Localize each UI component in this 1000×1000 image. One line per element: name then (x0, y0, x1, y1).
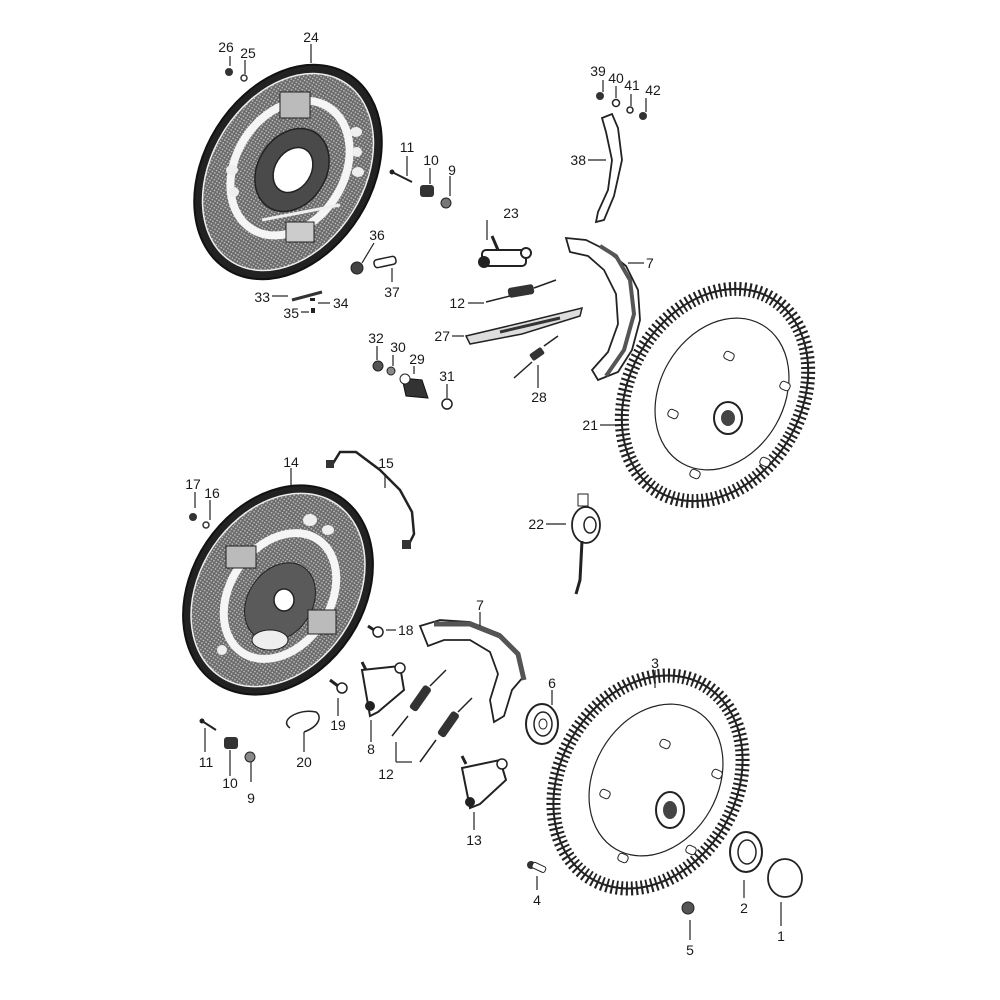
adjuster-bolt-37 (373, 255, 397, 269)
return-springs-12-bottom (391, 669, 473, 763)
label-28: 28 (531, 389, 547, 405)
label-6: 6 (548, 675, 556, 691)
adjuster-nut-36 (350, 261, 364, 275)
lever-arm-38 (594, 112, 623, 224)
backing-plate-top (193, 63, 383, 281)
dust-cap-1 (767, 858, 803, 898)
label-9-top: 9 (448, 162, 456, 178)
label-9-bottom: 9 (247, 790, 255, 806)
bolt-39 (596, 92, 604, 100)
label-38: 38 (570, 152, 586, 168)
wheel-cylinder-13 (460, 755, 508, 810)
bolt-31 (441, 398, 453, 410)
label-34: 34 (333, 295, 349, 311)
label-8: 8 (367, 741, 375, 757)
return-spring-12-top (485, 279, 557, 303)
label-31: 31 (439, 368, 455, 384)
spring-cup-10-bottom (224, 737, 238, 749)
label-37: 37 (384, 284, 400, 300)
rivet-35 (311, 308, 315, 313)
rivet-34 (310, 298, 315, 301)
washer-41 (626, 106, 634, 114)
label-1: 1 (777, 928, 785, 944)
bearing-2 (729, 831, 763, 873)
label-16: 16 (204, 485, 220, 501)
nut-32 (372, 360, 384, 372)
label-12-top: 12 (449, 295, 465, 311)
label-11-bottom: 11 (198, 754, 214, 770)
label-12-bottom: 12 (378, 766, 394, 782)
bolt-4 (527, 861, 547, 873)
label-32: 32 (368, 330, 384, 346)
circlip-20 (286, 710, 320, 733)
label-33: 33 (254, 289, 270, 305)
label-19: 19 (330, 717, 346, 733)
label-22: 22 (528, 516, 544, 532)
washer-9-bottom (244, 751, 256, 763)
clip-33 (291, 290, 323, 302)
wheel-cylinder-8 (360, 661, 406, 718)
washer-25 (240, 74, 248, 82)
label-13: 13 (466, 832, 482, 848)
brake-drum-3 (546, 668, 750, 896)
brake-shoe-7-bottom (418, 619, 527, 724)
label-11-top: 11 (399, 139, 415, 155)
label-2: 2 (740, 900, 748, 916)
label-4: 4 (533, 892, 541, 908)
label-3: 3 (651, 655, 659, 671)
label-23: 23 (503, 205, 519, 221)
label-14: 14 (283, 454, 299, 470)
label-35: 35 (283, 305, 299, 321)
washer-9-top (440, 197, 452, 209)
backing-plate-bottom (182, 484, 374, 696)
bearing-6 (525, 703, 559, 745)
bolt-19 (329, 678, 348, 694)
label-25: 25 (240, 45, 256, 61)
label-10-top: 10 (423, 152, 439, 168)
label-7-top: 7 (646, 255, 654, 271)
brake-line-15 (326, 450, 416, 549)
bolt-18 (367, 624, 384, 638)
nut-42 (639, 112, 647, 120)
washer-40 (611, 98, 621, 108)
bolt-26 (225, 68, 233, 76)
brake-shoe-7-top (564, 236, 641, 382)
label-7-bottom: 7 (476, 597, 484, 613)
label-5: 5 (686, 942, 694, 958)
label-29: 29 (409, 351, 425, 367)
label-18: 18 (398, 622, 414, 638)
washer-16 (202, 521, 210, 529)
spring-28 (513, 335, 559, 379)
label-36: 36 (369, 227, 385, 243)
spring-cup-10-top (420, 185, 434, 197)
label-17: 17 (185, 476, 201, 492)
label-27: 27 (434, 328, 450, 344)
parking-lever-27 (464, 306, 584, 345)
label-39: 39 (590, 63, 606, 79)
label-30: 30 (390, 339, 406, 355)
label-10-bottom: 10 (222, 775, 238, 791)
pin-11-bottom (199, 718, 217, 731)
label-42: 42 (645, 82, 661, 98)
bolt-17 (189, 513, 197, 521)
bracket-29 (399, 373, 429, 399)
label-20: 20 (296, 754, 312, 770)
washer-30 (386, 366, 396, 376)
label-41: 41 (624, 77, 640, 93)
wheel-cylinder-23 (478, 235, 532, 268)
label-40: 40 (608, 70, 624, 86)
label-26: 26 (218, 39, 234, 55)
label-24: 24 (303, 29, 319, 45)
label-15: 15 (378, 455, 394, 471)
brake-drum-21 (614, 281, 816, 509)
pin-11-top (389, 169, 413, 183)
nut-5 (681, 901, 695, 915)
label-21: 21 (582, 417, 598, 433)
cam-lever-22 (571, 493, 601, 595)
leader-lines (194, 44, 782, 940)
